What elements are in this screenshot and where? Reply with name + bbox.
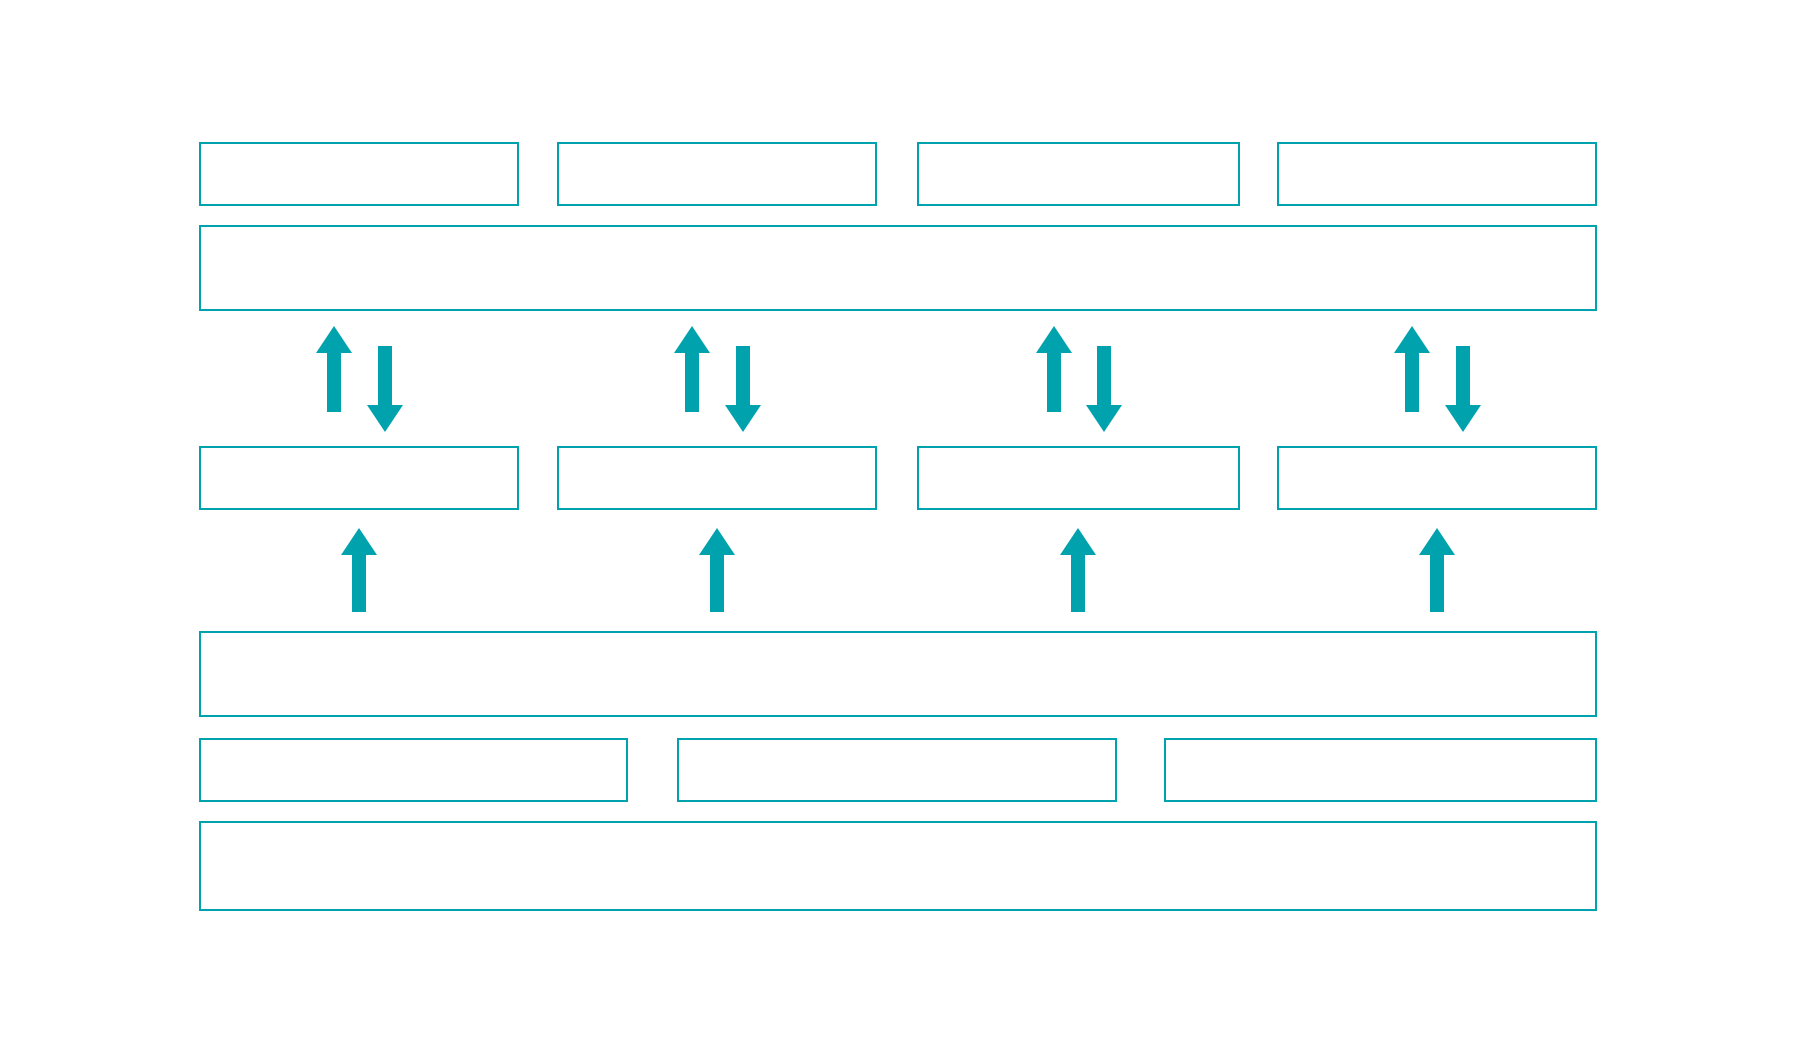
up-arrow-icon	[674, 326, 710, 412]
middle-layer-box-1	[199, 446, 519, 510]
top-layer-box-4	[1277, 142, 1597, 206]
lower-bus-bar	[199, 631, 1597, 717]
top-layer-box-2	[557, 142, 877, 206]
up-arrow-icon	[699, 528, 735, 612]
bottom-bus-bar	[199, 821, 1597, 911]
middle-layer-box-3	[917, 446, 1240, 510]
up-arrow-icon	[1419, 528, 1455, 612]
down-arrow-icon	[1445, 346, 1481, 432]
up-arrow-icon	[1036, 326, 1072, 412]
lower-layer-box-2	[677, 738, 1117, 802]
middle-layer-box-4	[1277, 446, 1597, 510]
down-arrow-icon	[725, 346, 761, 432]
down-arrow-icon	[1086, 346, 1122, 432]
lower-layer-box-3	[1164, 738, 1597, 802]
middle-layer-box-2	[557, 446, 877, 510]
upper-bus-bar	[199, 225, 1597, 311]
top-layer-box-1	[199, 142, 519, 206]
up-arrow-icon	[1394, 326, 1430, 412]
up-arrow-icon	[316, 326, 352, 412]
up-arrow-icon	[341, 528, 377, 612]
down-arrow-icon	[367, 346, 403, 432]
up-arrow-icon	[1060, 528, 1096, 612]
top-layer-box-3	[917, 142, 1240, 206]
lower-layer-box-1	[199, 738, 628, 802]
